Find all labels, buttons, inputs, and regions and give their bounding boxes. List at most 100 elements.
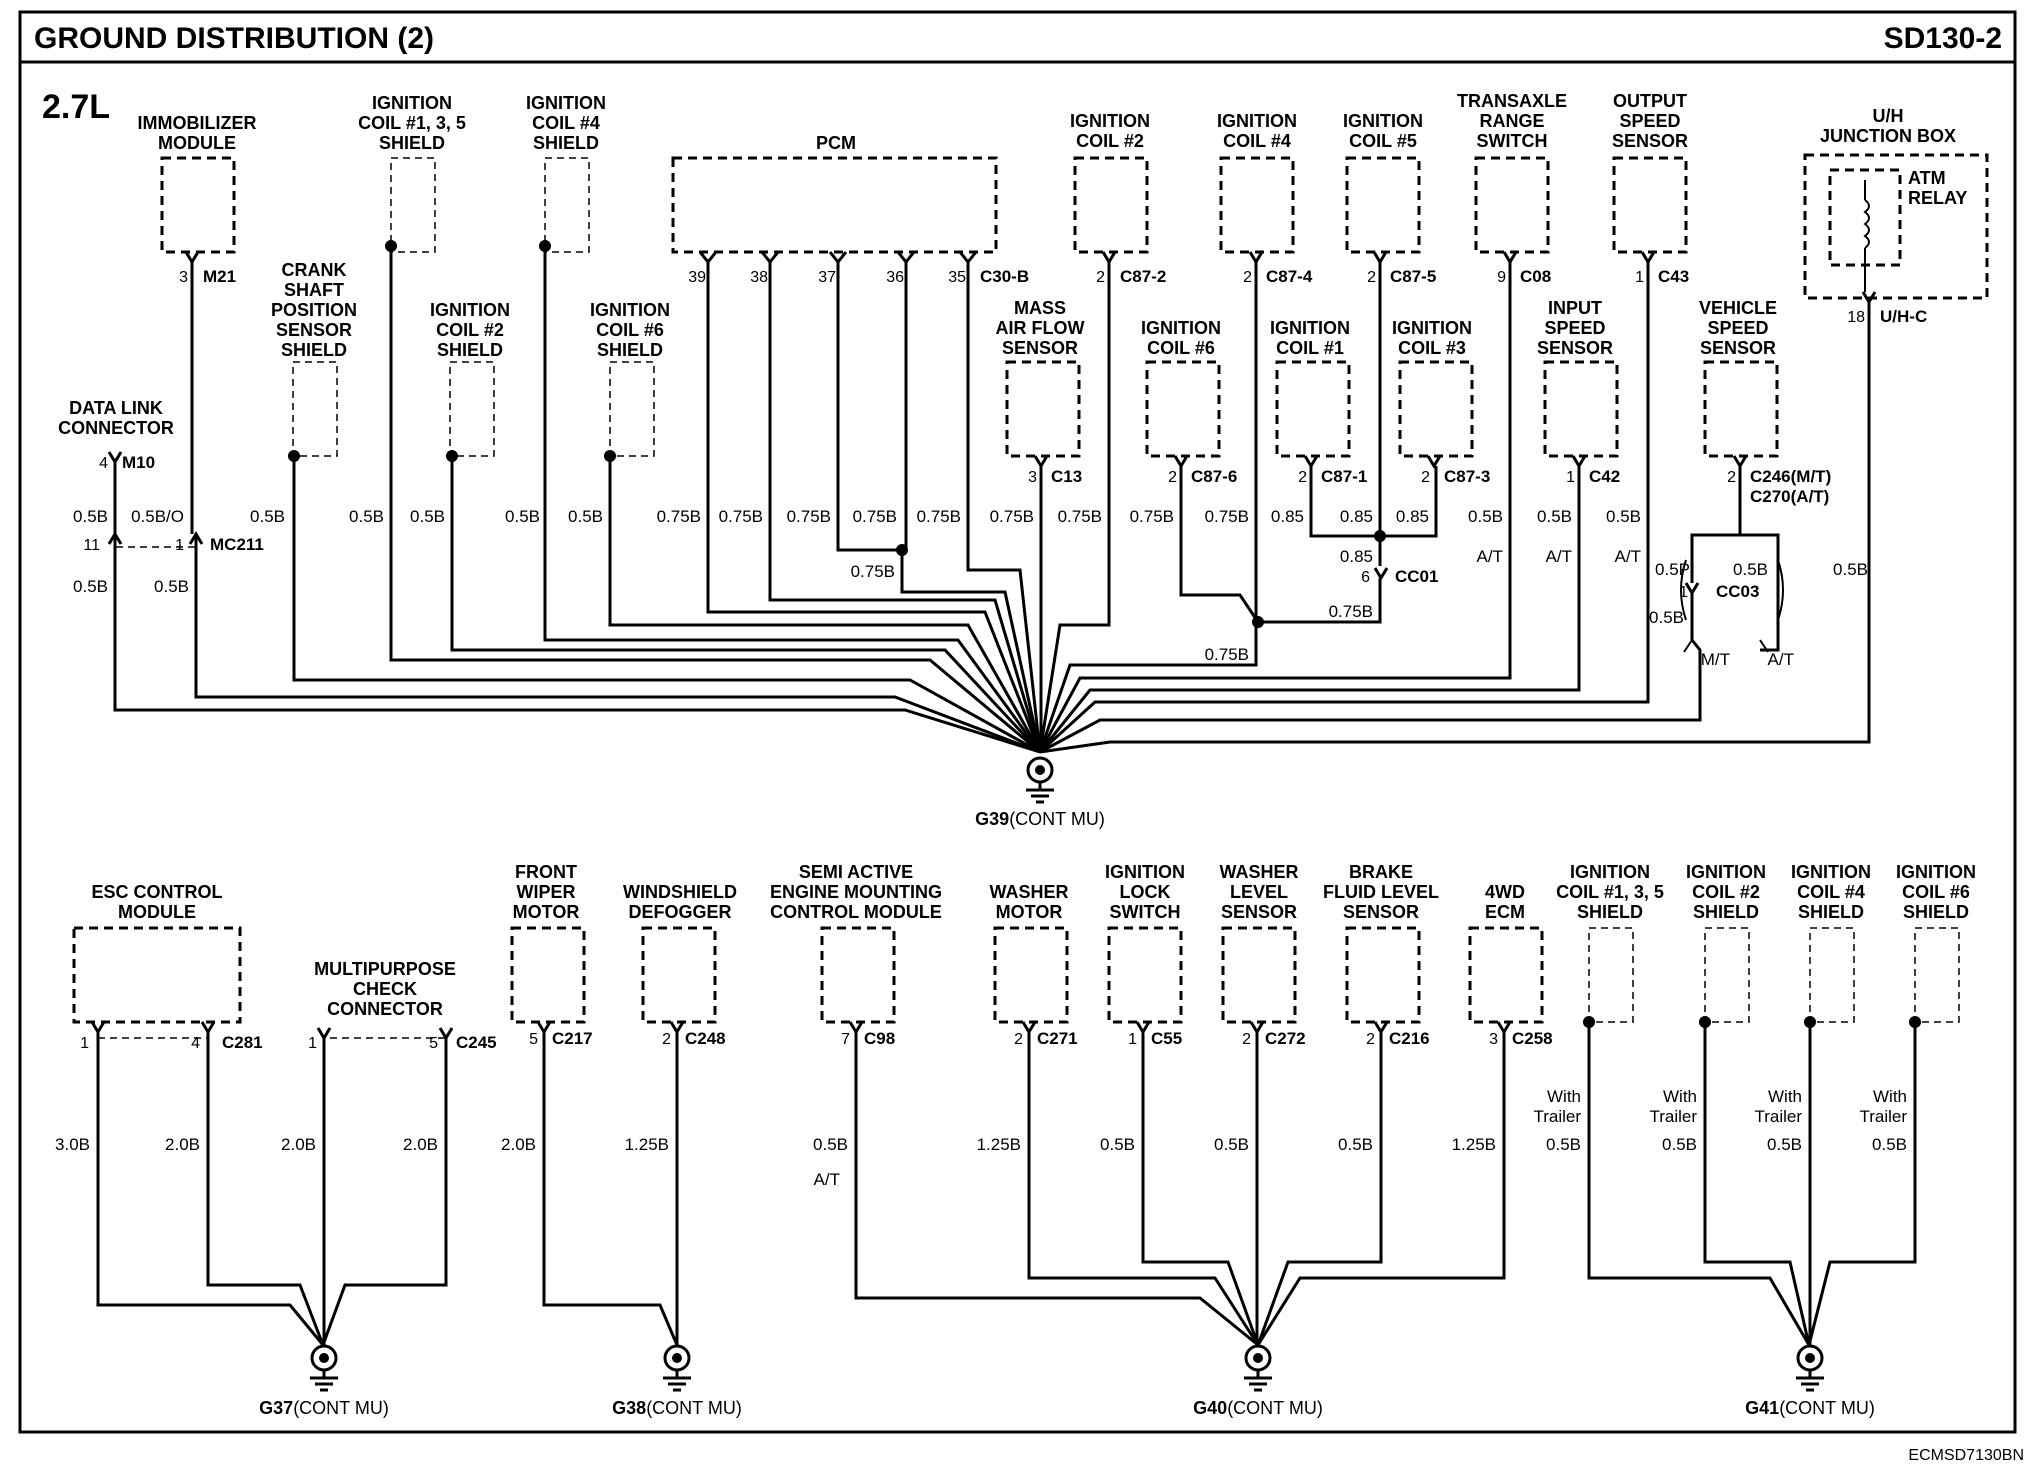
c43-connector: C43 <box>1658 267 1689 286</box>
svg-text:SHIELD: SHIELD <box>437 340 503 360</box>
svg-text:IGNITION: IGNITION <box>430 300 510 320</box>
wiper-motor-box <box>510 926 586 1024</box>
cc03-connector: CC03 <box>1716 582 1759 601</box>
pcm-pin-35: 35 <box>948 269 966 286</box>
g38-ground-icon <box>663 1344 691 1392</box>
4wd-ecm-label: 4WD ECM <box>1485 882 1525 922</box>
splice-dot <box>1804 1016 1816 1028</box>
ign2-shield-b-box <box>1704 927 1750 1023</box>
c08-connector: C08 <box>1520 267 1551 286</box>
front-wiper-motor-label: FRONT WIPER MOTOR <box>513 862 580 922</box>
svg-text:CONTROL MODULE: CONTROL MODULE <box>770 902 942 922</box>
ign6-box <box>1145 360 1221 458</box>
cc01-connector: CC01 <box>1395 567 1438 586</box>
pcm-pin-36: 36 <box>886 269 904 286</box>
m10-connector: M10 <box>122 453 155 472</box>
svg-text:COIL #2: COIL #2 <box>1692 882 1760 902</box>
input-speed-sensor-label: INPUT SPEED SENSOR <box>1537 298 1613 358</box>
crankshaft-position-sensor-shield-label: CRANK SHAFT POSITION SENSOR SHIELD <box>271 260 357 360</box>
g38-ground-label: G38(CONT MU) <box>612 1398 742 1418</box>
m21-connector: M21 <box>203 267 236 286</box>
pcm-pin-37: 37 <box>818 269 836 286</box>
svg-text:IGNITION: IGNITION <box>1141 318 1221 338</box>
c42-pin: 1 <box>1566 469 1575 486</box>
uhc-connector: U/H-C <box>1880 307 1927 326</box>
svg-text:0.5B: 0.5B <box>250 507 285 526</box>
svg-text:SPEED: SPEED <box>1707 318 1768 338</box>
svg-text:MODULE: MODULE <box>158 133 236 153</box>
c245-pin-1: 1 <box>308 1035 317 1052</box>
splice-dot <box>604 450 616 462</box>
c281-connector: C281 <box>222 1033 263 1052</box>
svg-text:MOTOR: MOTOR <box>996 902 1063 922</box>
svg-text:0.5B: 0.5B <box>1537 507 1572 526</box>
svg-text:IGNITION: IGNITION <box>1392 318 1472 338</box>
svg-text:SWITCH: SWITCH <box>1110 902 1181 922</box>
svg-text:CHECK: CHECK <box>353 979 417 999</box>
svg-text:LEVEL: LEVEL <box>1230 882 1288 902</box>
svg-text:SENSOR: SENSOR <box>1700 338 1776 358</box>
svg-text:SENSOR: SENSOR <box>1343 902 1419 922</box>
c13-pin: 3 <box>1028 469 1037 486</box>
svg-text:COIL #1, 3, 5: COIL #1, 3, 5 <box>1556 882 1664 902</box>
uhc-pin: 18 <box>1847 309 1865 326</box>
svg-text:SENSOR: SENSOR <box>276 320 352 340</box>
svg-text:FRONT: FRONT <box>515 862 577 882</box>
c13-connector: C13 <box>1051 467 1082 486</box>
svg-text:0.75B: 0.75B <box>1205 645 1249 664</box>
svg-text:0.85: 0.85 <box>1396 507 1429 526</box>
semi-active-box <box>820 926 896 1024</box>
svg-text:With: With <box>1768 1087 1802 1106</box>
svg-text:0.75B: 0.75B <box>851 562 895 581</box>
svg-text:0.5B: 0.5B <box>1649 608 1684 627</box>
svg-text:SENSOR: SENSOR <box>1612 131 1688 151</box>
svg-text:0.85: 0.85 <box>1340 547 1373 566</box>
svg-text:0.5B: 0.5B <box>505 507 540 526</box>
svg-text:SHIELD: SHIELD <box>1693 902 1759 922</box>
esc-module-box <box>72 926 242 1024</box>
svg-text:COIL #4: COIL #4 <box>1223 131 1291 151</box>
svg-text:IGNITION: IGNITION <box>1686 862 1766 882</box>
washer-motor-box <box>993 926 1069 1024</box>
page-code: SD130-2 <box>1884 22 2002 55</box>
svg-text:0.5B: 0.5B <box>1214 1135 1249 1154</box>
c217-connector: C217 <box>552 1029 593 1048</box>
c87-3-connector: C87-3 <box>1444 467 1490 486</box>
svg-text:IGNITION: IGNITION <box>590 300 670 320</box>
washer-level-box <box>1221 926 1297 1024</box>
c246-pin: 2 <box>1727 469 1736 486</box>
figure-id: ECMSD7130BN <box>1908 1447 2024 1464</box>
maf-box <box>1005 360 1081 458</box>
svg-text:2.0B: 2.0B <box>165 1135 200 1154</box>
c30b-connector: C30-B <box>980 267 1029 286</box>
page-title: GROUND DISTRIBUTION (2) <box>34 22 434 55</box>
m10-pin: 4 <box>99 455 108 472</box>
svg-text:0.75B: 0.75B <box>1130 507 1174 526</box>
m21-pin: 3 <box>179 269 188 286</box>
ignition-coil-4-label: IGNITION COIL #4 <box>1217 111 1297 151</box>
c216-connector: C216 <box>1389 1029 1430 1048</box>
top-section: IMMOBILIZER MODULE IGNITION COIL #1, 3, … <box>58 91 1989 829</box>
svg-text:CONNECTOR: CONNECTOR <box>327 999 443 1019</box>
ignition-coil-1-label: IGNITION COIL #1 <box>1270 318 1350 358</box>
defogger-box <box>641 926 717 1024</box>
svg-text:A/T: A/T <box>814 1170 840 1189</box>
multipurpose-check-connector-label: MULTIPURPOSE CHECK CONNECTOR <box>314 959 456 1019</box>
ign4-shield-box <box>544 157 590 253</box>
svg-text:With: With <box>1663 1087 1697 1106</box>
svg-text:RELAY: RELAY <box>1908 188 1967 208</box>
splice-dot <box>1583 1016 1595 1028</box>
svg-text:1.25B: 1.25B <box>1452 1135 1496 1154</box>
c87-4-pin: 2 <box>1243 269 1252 286</box>
mc211-connector: MC211 <box>210 535 264 554</box>
svg-text:0.75B: 0.75B <box>719 507 763 526</box>
cc01-pin: 6 <box>1361 569 1370 586</box>
pcm-box <box>671 156 998 254</box>
mass-air-flow-sensor-label: MASS AIR FLOW SENSOR <box>996 298 1085 358</box>
svg-text:1.25B: 1.25B <box>977 1135 1021 1154</box>
svg-text:SHIELD: SHIELD <box>533 133 599 153</box>
ign6-shield-box <box>609 361 655 457</box>
g38-wires <box>542 1032 679 1346</box>
svg-text:COIL #6: COIL #6 <box>596 320 664 340</box>
svg-text:0.5B: 0.5B <box>73 577 108 596</box>
